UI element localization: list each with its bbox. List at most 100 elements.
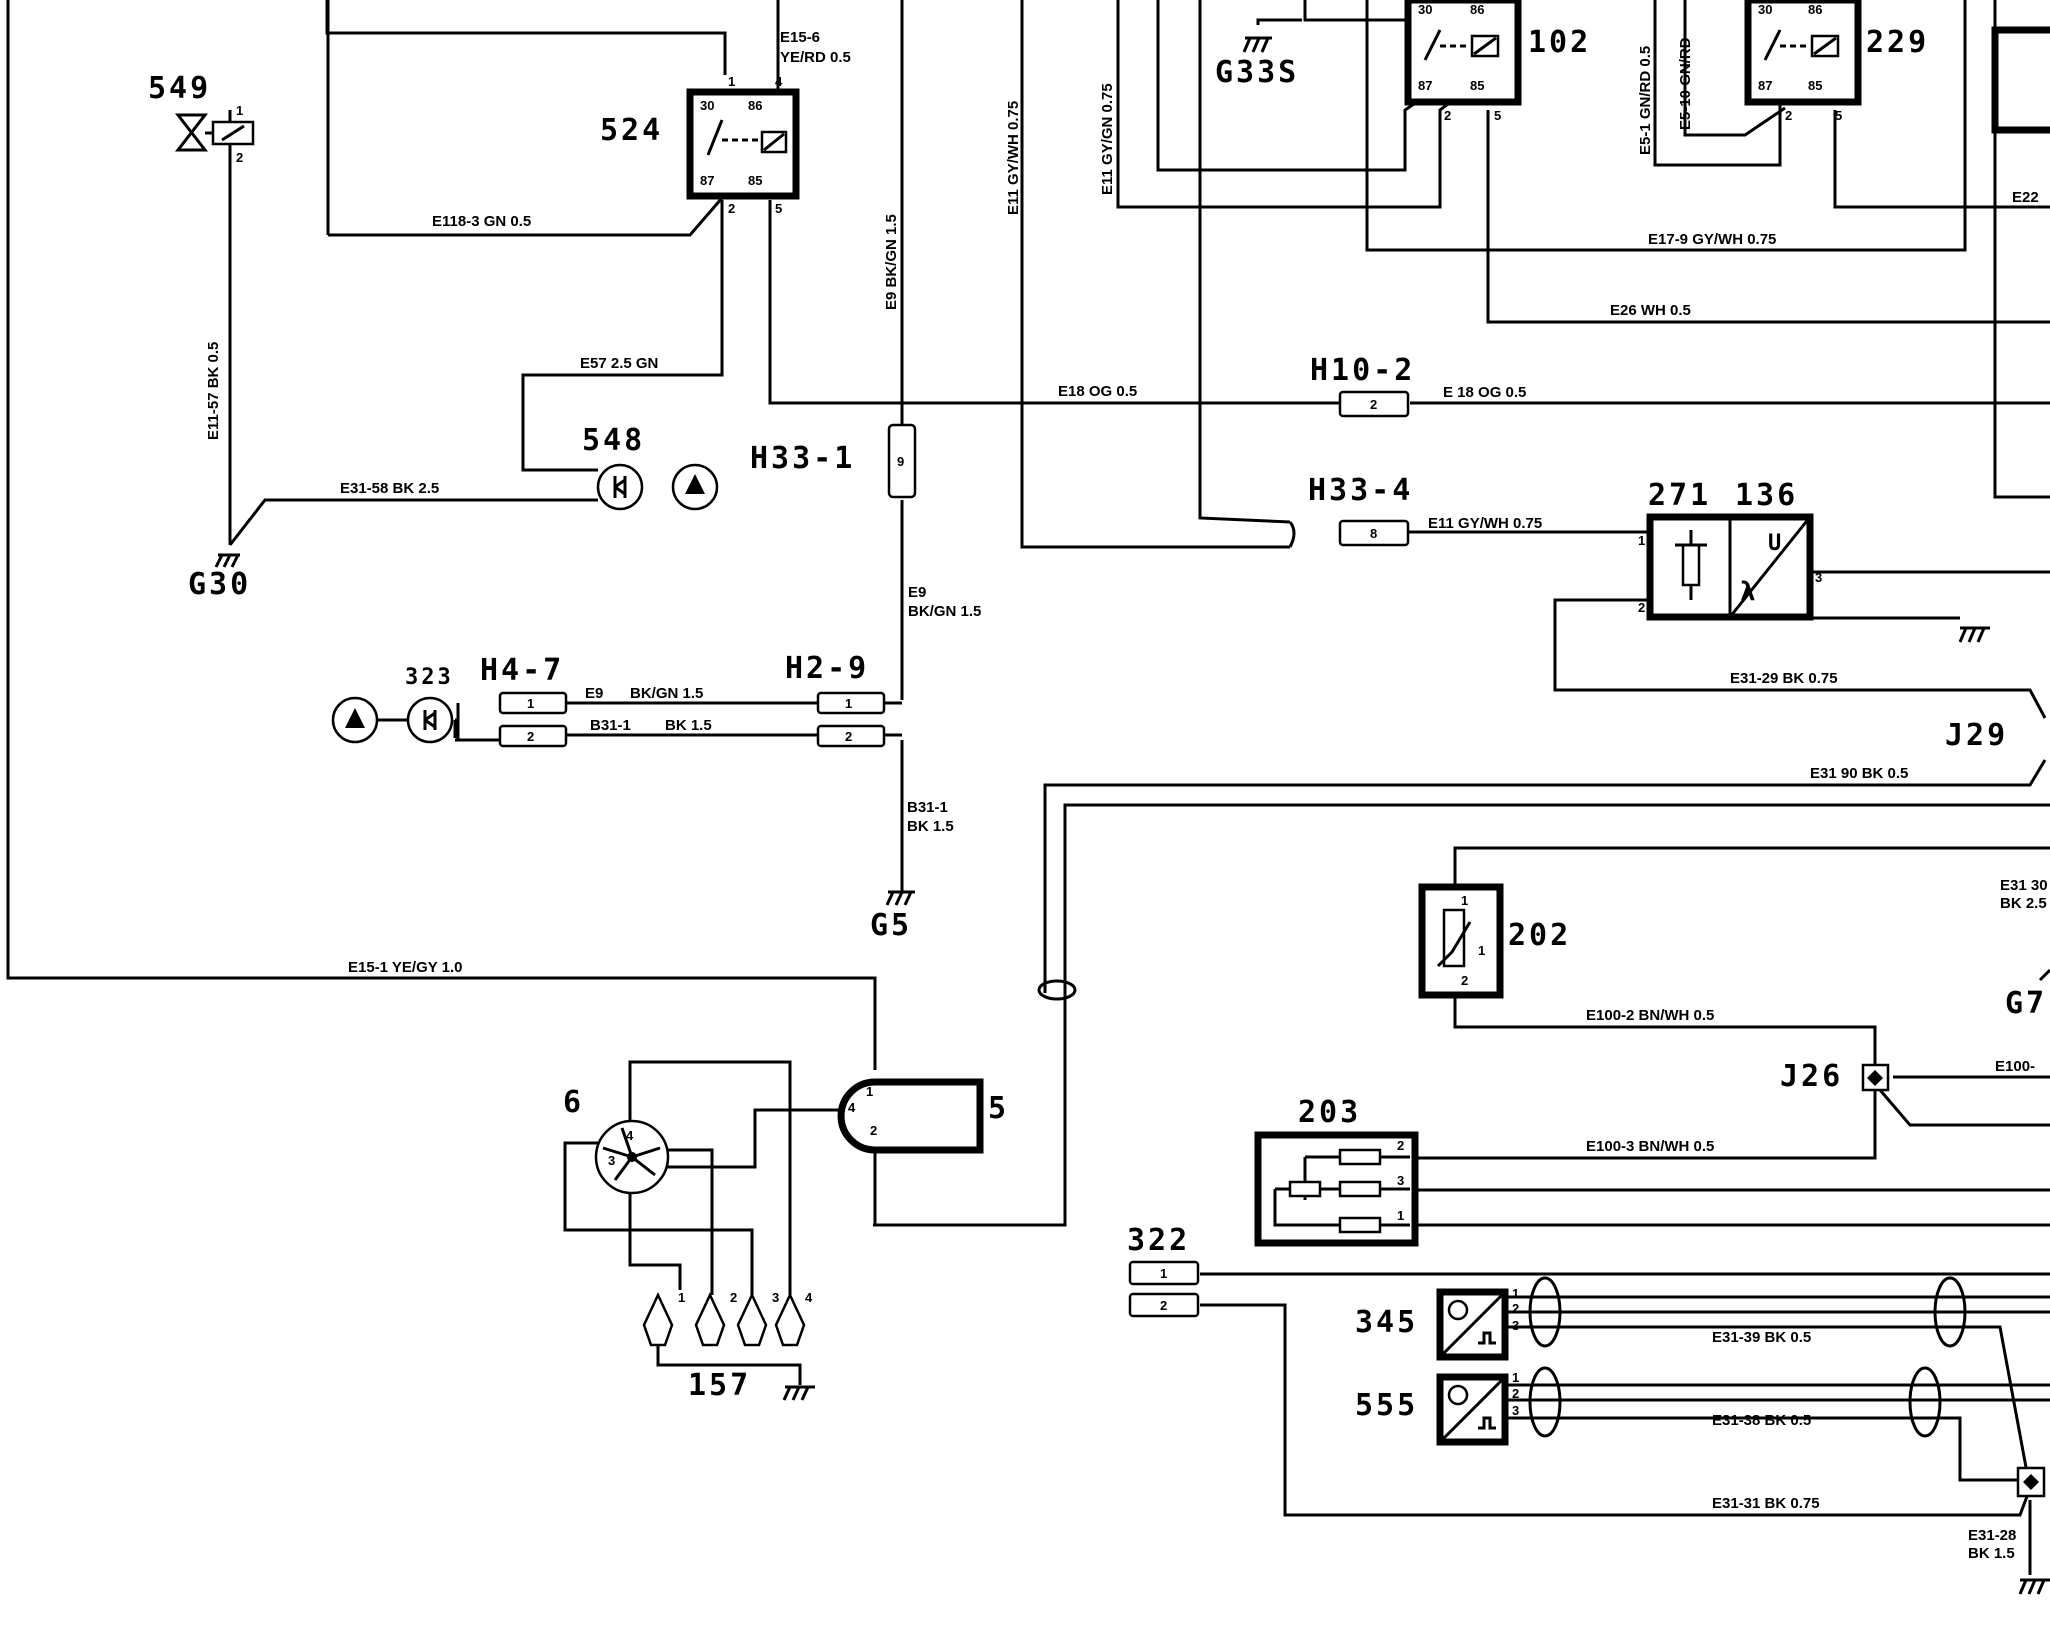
svg-text:E9: E9 [908, 584, 926, 601]
spark-plug-3: 3 [736, 1290, 779, 1347]
svg-text:3: 3 [1815, 570, 1822, 585]
distributor-6: 4 3 6 [563, 1085, 670, 1195]
svg-text:30: 30 [1758, 2, 1772, 17]
wire-e5-1 [1653, 0, 1782, 167]
label-229: 229 [1866, 25, 1929, 60]
svg-text:E9 BK/GN 1.5: E9 BK/GN 1.5 [883, 214, 900, 310]
svg-text:1: 1 [236, 103, 243, 118]
svg-text:1: 1 [527, 696, 534, 711]
svg-text:E11 GY/WH 0.75: E11 GY/WH 0.75 [1428, 515, 1542, 532]
spark-plug-2: 2 [694, 1290, 737, 1347]
svg-text:E100-2 BN/WH 0.5: E100-2 BN/WH 0.5 [1586, 1007, 1714, 1024]
connector-j26: J26 [1780, 1059, 1890, 1094]
svg-text:E31-31 BK 0.75: E31-31 BK 0.75 [1712, 1495, 1820, 1512]
wires [6, 0, 2050, 1575]
ground-g33s: G33S [1215, 36, 1296, 90]
svg-text:4: 4 [626, 1128, 634, 1143]
svg-text:1: 1 [1512, 1370, 1519, 1385]
svg-text:G5: G5 [870, 908, 912, 943]
label-555: 555 [1355, 1388, 1418, 1423]
wire-102-pin5 [1486, 110, 2050, 324]
relay-229: 30 86 87 85 229 2 5 [1744, 0, 1929, 123]
spark-plug-4: 4 [774, 1290, 813, 1347]
svg-text:86: 86 [1808, 2, 1822, 17]
relay-524: 30 86 87 85 524 1 4 2 5 [600, 74, 800, 216]
svg-text:4: 4 [848, 1100, 856, 1115]
wire-e17-9 [1365, 0, 1967, 252]
svg-text:E 18 OG 0.5: E 18 OG 0.5 [1443, 384, 1526, 401]
svg-text:E11 GY/GN 0.75: E11 GY/GN 0.75 [1099, 83, 1116, 195]
wire-g33s [1256, 0, 1410, 25]
component-271-136: U λ 271 136 1 2 3 [1638, 478, 1822, 621]
svg-text:85: 85 [1808, 78, 1822, 93]
junction-e31-28 [2016, 1466, 2046, 1498]
svg-text:E5-10 GN/RD: E5-10 GN/RD [1677, 37, 1694, 130]
label-524: 524 [600, 113, 663, 148]
svg-text:1: 1 [1512, 1286, 1519, 1301]
svg-text:E31-29 BK 0.75: E31-29 BK 0.75 [1730, 670, 1838, 687]
label-j29: J29 [1945, 718, 2008, 753]
svg-text:λ: λ [1740, 577, 1759, 607]
svg-text:2: 2 [1160, 1298, 1167, 1313]
svg-text:2: 2 [1638, 600, 1645, 615]
svg-text:1: 1 [1638, 533, 1645, 548]
ground-g5: G5 [870, 890, 915, 943]
svg-text:E57 2.5 GN: E57 2.5 GN [580, 355, 658, 372]
wire-102-b [1198, 0, 1291, 524]
svg-text:BK/GN 1.5: BK/GN 1.5 [630, 685, 703, 702]
ground-g30: G30 [188, 553, 248, 602]
svg-text:2: 2 [845, 729, 852, 744]
label-323: 323 [405, 665, 454, 690]
spark-plug-1: 1 [642, 1290, 685, 1347]
svg-text:B31-1: B31-1 [590, 717, 631, 734]
component-549: 549 1 2 [148, 71, 255, 165]
svg-text:2: 2 [236, 150, 243, 165]
svg-text:E22: E22 [2012, 189, 2039, 206]
svg-text:1: 1 [1160, 1266, 1167, 1281]
label-345: 345 [1355, 1305, 1418, 1340]
svg-text:2: 2 [1370, 397, 1377, 412]
wire-157-bottom [656, 1345, 802, 1385]
component-548: 548 [582, 423, 719, 511]
svg-text:4: 4 [805, 1290, 813, 1305]
wire-b31-1-h [453, 720, 818, 738]
wire-345-3 [1505, 1325, 2030, 1479]
label-322: 322 [1127, 1223, 1190, 1258]
svg-text:BK 1.5: BK 1.5 [665, 717, 712, 734]
svg-text:86: 86 [748, 98, 762, 113]
label-h33-1: H33-1 [750, 441, 855, 476]
svg-text:2: 2 [1785, 108, 1792, 123]
svg-text:2: 2 [1397, 1138, 1404, 1153]
svg-text:3: 3 [1397, 1173, 1404, 1188]
spark-plugs-157: 1 2 3 4 157 [642, 1290, 813, 1403]
svg-text:BK 1.5: BK 1.5 [907, 818, 954, 835]
label-549: 549 [148, 71, 211, 106]
svg-text:E18 OG 0.5: E18 OG 0.5 [1058, 383, 1137, 400]
svg-text:E31-58 BK 2.5: E31-58 BK 2.5 [340, 480, 439, 497]
svg-text:87: 87 [700, 173, 714, 188]
connector-h33-1: 9 H33-1 [750, 423, 917, 499]
svg-text:3: 3 [1512, 1318, 1519, 1333]
svg-text:E31-28: E31-28 [1968, 1527, 2016, 1544]
component-323: 323 [331, 665, 454, 744]
sensor-555: 1 2 3 555 [1355, 1366, 1942, 1446]
svg-text:85: 85 [748, 173, 762, 188]
wire-e31-29 [1553, 598, 2047, 719]
svg-text:5: 5 [775, 201, 782, 216]
wire-e31-90 [1043, 759, 2047, 993]
wire-e15-1 [6, 0, 877, 1070]
wire-e5-10 [1683, 0, 1786, 137]
svg-text:1: 1 [1397, 1208, 1404, 1223]
wire-e100-2 [1453, 995, 1877, 1075]
sensor-345: 1 2 3 345 [1355, 1276, 1967, 1361]
valve-icon [174, 113, 209, 152]
svg-text:BK 2.5: BK 2.5 [2000, 895, 2047, 912]
wire-323-link [455, 703, 500, 742]
label-h4-7: H4-7 [480, 653, 564, 688]
cable-tie [1037, 979, 1077, 1001]
svg-text:BK 1.5: BK 1.5 [1968, 1545, 2015, 1562]
svg-text:8: 8 [1370, 526, 1377, 541]
svg-text:E9: E9 [585, 685, 603, 702]
svg-text:1: 1 [728, 74, 735, 89]
